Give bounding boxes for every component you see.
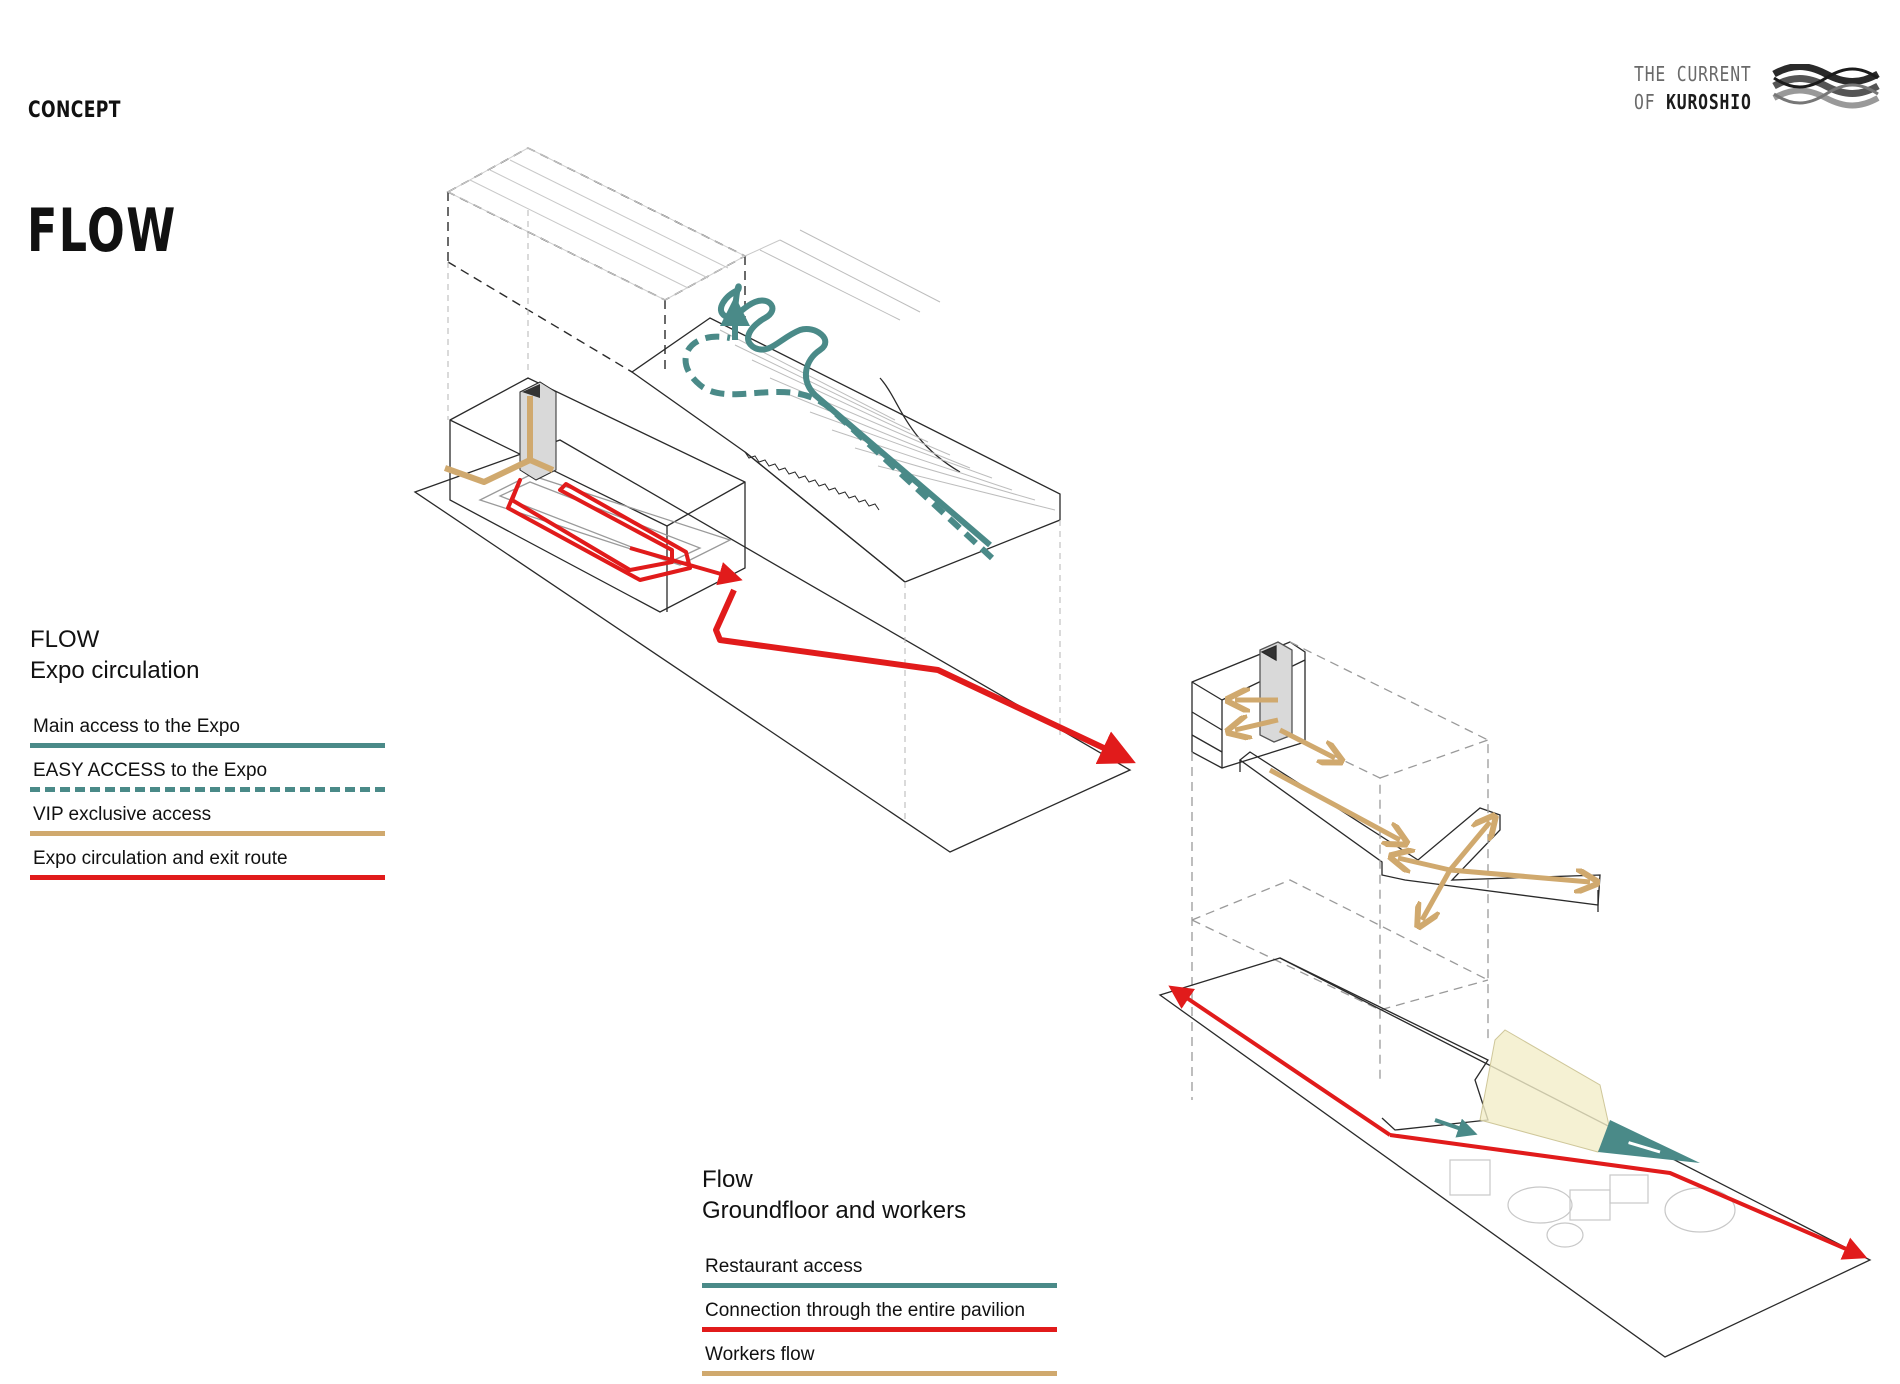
easy-access-route xyxy=(682,333,995,561)
legend-item-label: VIP exclusive access xyxy=(33,804,212,825)
lower-dashed-volume xyxy=(1191,641,1489,1100)
workers-flow-route xyxy=(1235,700,1590,920)
brand-bold: KUROSHIO xyxy=(1666,90,1752,114)
restaurant-access-route xyxy=(1434,1118,1700,1163)
legend-item-label: Expo circulation and exit route xyxy=(33,848,288,869)
lower-base-plane xyxy=(1158,957,1872,1358)
legend-item-label: Restaurant access xyxy=(705,1256,863,1277)
legend-item-label: Workers flow xyxy=(705,1344,815,1365)
legend-item-workers-flow: Workers flow xyxy=(702,1344,1057,1376)
upper-base-plane xyxy=(413,439,1132,853)
legend-swatch-teal-solid xyxy=(30,743,385,748)
legend-item-restaurant-access: Restaurant access xyxy=(702,1256,1057,1288)
exhibition-box xyxy=(449,377,746,613)
stair-ramp xyxy=(630,317,1061,583)
page-title: FLOW xyxy=(27,196,177,266)
legend-swatch-red-solid xyxy=(30,875,385,880)
legend-item-main-access: Main access to the Expo xyxy=(30,716,385,748)
legend-swatch-red-solid xyxy=(702,1327,1057,1332)
legend-ground-title: Flow xyxy=(702,1166,753,1193)
legend-expo-subtitle: Expo circulation xyxy=(30,657,200,684)
stair-teeth xyxy=(744,451,880,511)
legend-expo-title: FLOW xyxy=(30,626,100,653)
legend-item-label: Main access to the Expo xyxy=(33,716,240,737)
pavilion-connection-route xyxy=(1168,985,1868,1260)
legend-swatch-teal-dashed xyxy=(30,787,385,792)
main-access-route xyxy=(717,283,992,548)
section-label: CONCEPT xyxy=(28,98,121,123)
vip-route-upper xyxy=(443,396,555,485)
legend-ground-subtitle: Groundfloor and workers xyxy=(702,1197,967,1224)
brand-name-line1: THE CURRENT xyxy=(1634,62,1752,86)
brand-name-line2: OF KUROSHIO xyxy=(1634,90,1752,114)
legend-item-easy-access: EASY ACCESS to the Expo xyxy=(30,760,385,792)
legend-ground: Flow Groundfloor and workers Restaurant … xyxy=(702,1164,1057,1376)
wave-logo-icon xyxy=(1772,64,1880,109)
legend-swatch-teal-solid xyxy=(702,1283,1057,1288)
upper-vertical-guides xyxy=(447,210,1061,820)
legend-item-vip-access: VIP exclusive access xyxy=(30,804,385,836)
legend-item-pavilion-connection: Connection through the entire pavilion xyxy=(702,1300,1057,1332)
legend-item-label: Connection through the entire pavilion xyxy=(705,1300,1026,1321)
stair-treads xyxy=(719,229,1056,511)
restaurant-glass-volume xyxy=(1479,1029,1611,1153)
legend-swatch-tan-solid xyxy=(702,1371,1057,1376)
lower-upper-block xyxy=(1191,641,1306,769)
exit-route-upper xyxy=(713,588,1136,765)
legend-swatch-tan-solid xyxy=(30,831,385,836)
brand-prefix: OF xyxy=(1634,90,1667,114)
legend-item-exit-route: Expo circulation and exit route xyxy=(30,848,385,880)
legend-expo: FLOW Expo circulation Main access to the… xyxy=(30,624,385,880)
lower-bridge xyxy=(1238,751,1601,912)
expo-circulation-route xyxy=(506,478,743,586)
roof-slats xyxy=(446,147,781,301)
legend-item-label: EASY ACCESS to the Expo xyxy=(33,760,268,781)
